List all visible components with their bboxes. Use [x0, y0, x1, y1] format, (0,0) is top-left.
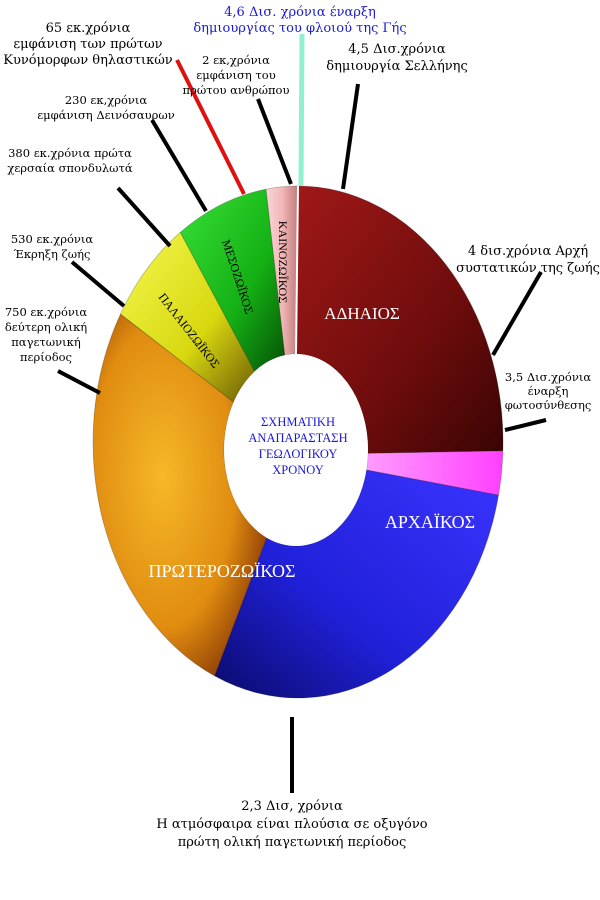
center-title-line-4: ΧΡΟΝΟΥ: [272, 463, 323, 477]
annotation-moon-line-1: 4,5 Δισ.χρόνια: [348, 42, 446, 57]
annotation-second-glaciation-line-1: 750 εκ.χρόνια: [5, 305, 88, 319]
annotation-vertebrates-line-2: χερσαία σπονδυλωτά: [7, 161, 132, 175]
annotation-oxygen-line-3: πρώτη ολική παγετωνική περίοδος: [178, 835, 407, 850]
line-life-origins: [491, 270, 543, 357]
annotation-dinosaurs: 230 εκ,χρόνια εμφάνιση Δεινόσαυρων: [37, 93, 175, 122]
annotation-earth-crust-line-2: δημιουργίας του φλοιού της Γής: [193, 21, 406, 36]
line-mammals: [175, 59, 246, 195]
annotation-mammals-line-2: εμφάνιση των πρώτων: [13, 37, 162, 52]
annotation-life-explosion: 530 εκ.χρόνια Έκρηξη ζωής: [11, 232, 94, 261]
annotation-second-glaciation: 750 εκ.χρόνια δεύτερη ολική παγετωνική π…: [5, 305, 88, 364]
annotation-life-origins-line-2: συστατικών της ζωής: [456, 261, 600, 276]
annotation-mammals: 65 εκ.χρόνια εμφάνιση των πρώτων Κυνόμορ…: [3, 21, 173, 68]
annotation-oxygen-line-2: Η ατμόσφαιρα είναι πλούσια σε οξυγόνο: [156, 817, 427, 832]
annotation-first-human-line-1: 2 εκ,χρόνια: [202, 53, 270, 67]
annotation-first-human-line-2: εμφάνιση του: [196, 68, 275, 82]
eon-label-proterozoikos: ΠΡΩΤΕΡΟΖΩΪΚΟΣ: [149, 561, 296, 581]
annotation-second-glaciation-line-4: περίοδος: [20, 350, 72, 364]
annotation-photosynthesis: 3,5 Δισ.χρόνια έναρξη φωτοσύνθεσης: [505, 370, 592, 412]
center-hole: [224, 354, 368, 546]
annotation-earth-crust: 4,6 Δισ. χρόνια έναρξη δημιουργίας του φ…: [193, 5, 406, 36]
annotation-vertebrates-line-1: 380 εκ.χρόνια πρώτα: [8, 146, 132, 160]
annotation-life-explosion-line-2: Έκρηξη ζωής: [13, 247, 90, 261]
line-moon: [341, 83, 360, 190]
annotation-second-glaciation-line-3: παγετωνική: [11, 335, 81, 349]
center-title-line-1: ΣΧΗΜΑΤΙΚΗ: [261, 415, 335, 429]
center-title: ΣΧΗΜΑΤΙΚΗ ΑΝΑΠΑΡΑΣΤΑΣΗ ΓΕΩΛΟΓΙΚΟΥ ΧΡΟΝΟΥ: [248, 415, 347, 477]
line-second-glaciation: [57, 369, 101, 395]
annotation-mammals-line-3: Κυνόμορφων θηλαστικών: [3, 53, 173, 68]
annotation-photosynthesis-line-2: έναρξη: [528, 384, 569, 398]
annotation-oxygen-line-1: 2,3 Δισ, χρόνια: [241, 799, 343, 814]
line-dinosaurs: [150, 118, 208, 213]
eon-label-adhaios: ΑΔΗΑΙΟΣ: [324, 304, 400, 323]
line-first-human: [256, 98, 293, 185]
annotation-second-glaciation-line-2: δεύτερη ολική: [5, 320, 87, 334]
annotation-life-origins: 4 δισ.χρόνια Αρχή συστατικών της ζωής: [456, 244, 600, 276]
annotation-moon-line-2: δημιουργία Σελλήνης: [326, 59, 467, 74]
line-vertebrates: [116, 186, 172, 248]
line-photosynthesis: [504, 418, 547, 432]
annotation-oxygen: 2,3 Δισ, χρόνια Η ατμόσφαιρα είναι πλούσ…: [156, 799, 427, 850]
kainozoic-edge-highlight: [295, 185, 299, 355]
annotation-moon: 4,5 Δισ.χρόνια δημιουργία Σελλήνης: [326, 42, 467, 74]
line-earth-crust: [298, 33, 305, 187]
center-title-line-3: ΓΕΩΛΟΓΙΚΟΥ: [259, 447, 338, 461]
annotation-photosynthesis-line-3: φωτοσύνθεσης: [505, 398, 592, 412]
connector-lines: [57, 33, 547, 793]
center-title-line-2: ΑΝΑΠΑΡΑΣΤΑΣΗ: [248, 431, 347, 445]
line-life-explosion: [70, 260, 126, 308]
annotation-dinosaurs-line-1: 230 εκ,χρόνια: [65, 93, 148, 107]
annotation-life-explosion-line-1: 530 εκ.χρόνια: [11, 232, 94, 246]
annotation-dinosaurs-line-2: εμφάνιση Δεινόσαυρων: [37, 108, 175, 122]
annotation-earth-crust-line-1: 4,6 Δισ. χρόνια έναρξη: [224, 5, 376, 20]
annotation-first-human: 2 εκ,χρόνια εμφάνιση του πρώτου ανθρώπου: [183, 53, 290, 97]
annotation-life-origins-line-1: 4 δισ.χρόνια Αρχή: [468, 244, 588, 259]
eon-label-arxaikos: ΑΡΧΑΪΚΟΣ: [385, 512, 475, 532]
eon-label-kainozoikos: ΚΑΙΝΟΖΩΪΚΟΣ: [276, 221, 290, 303]
annotation-photosynthesis-line-1: 3,5 Δισ.χρόνια: [505, 370, 591, 384]
annotation-first-human-line-3: πρώτου ανθρώπου: [183, 83, 290, 97]
annotation-vertebrates: 380 εκ.χρόνια πρώτα χερσαία σπονδυλωτά: [7, 146, 132, 175]
annotation-mammals-line-1: 65 εκ.χρόνια: [46, 21, 131, 36]
